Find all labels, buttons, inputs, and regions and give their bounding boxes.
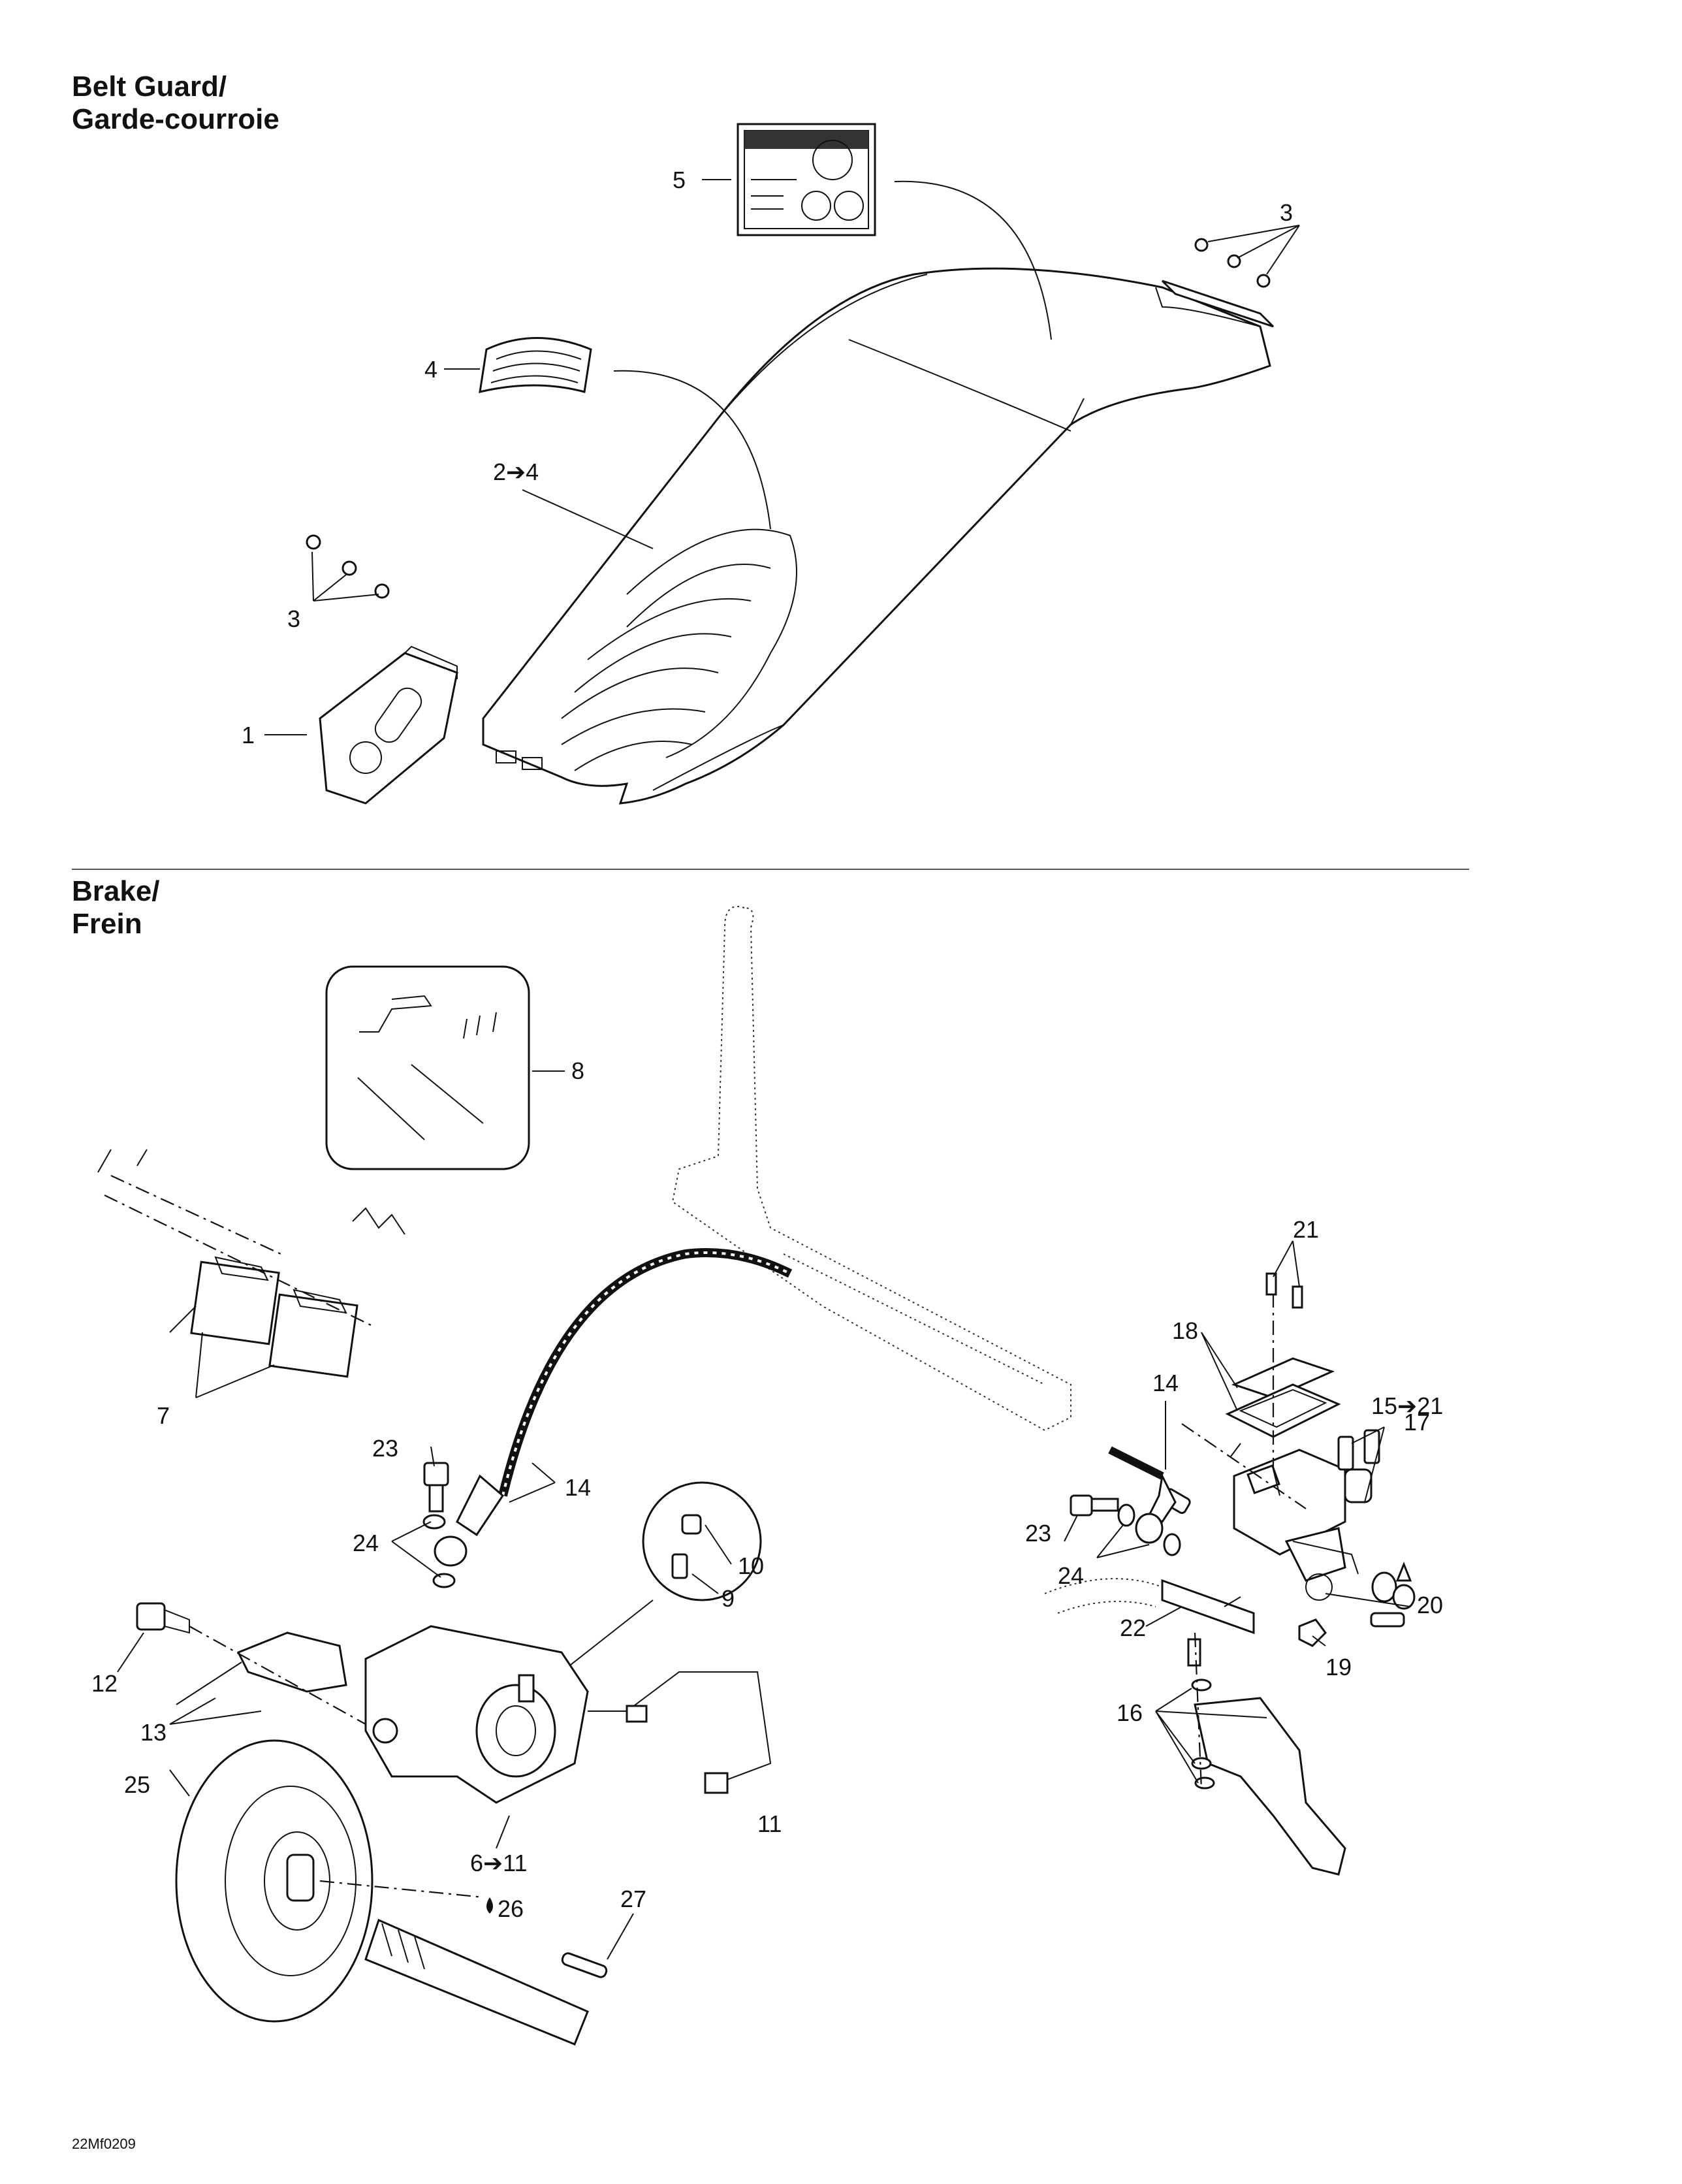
belt-guard-title: Belt Guard/ Garde-courroie [72,71,279,136]
callout-3-left: 3 [287,605,300,632]
shaft-key [561,1952,608,1978]
handlebar-outline [783,1253,1045,1385]
callout-10: 10 [738,1552,764,1579]
decal-placement-arrow [613,370,771,530]
callout-7: 7 [157,1402,170,1429]
lubricant-drop-icon [486,1897,493,1914]
callout-15: 15➔21 [1371,1392,1443,1419]
callout-16: 16 [1117,1699,1143,1726]
brake-pad-set [97,1149,405,1378]
callout-19: 19 [1325,1654,1352,1680]
belt-guard-assembly: 1 2➔4 3 3 4 5 [242,123,1300,805]
callout-25: 25 [124,1771,150,1798]
mounting-bolt [136,1602,190,1634]
hose-fitting [456,1474,504,1537]
figure-code: 22Mf0209 [72,2136,136,2152]
callout-26: 26 [498,1895,524,1922]
decal-placement-arrow [894,180,1052,340]
nut-set-right [1194,238,1271,288]
callout-23-right: 23 [1025,1520,1051,1547]
label-decal-part [479,337,592,393]
callout-9: 9 [722,1585,735,1612]
callout-23-left: 23 [372,1435,398,1462]
brake-lever [1187,1632,1346,1876]
callout-20: 20 [1417,1592,1443,1618]
belt-guard-title-en: Belt Guard/ [72,71,227,103]
brake-title: Brake/ Frein [72,875,160,940]
callout-8: 8 [571,1057,584,1084]
piston-kit [1044,1578,1255,1635]
brake-disc [175,1739,373,2023]
cover-screws [1265,1272,1303,1309]
banjo-bolt-right [1070,1494,1181,1556]
lever-pivot-nut [1298,1618,1327,1647]
callout-17: 17 [1404,1409,1430,1436]
brake-title-en: Brake/ [72,875,160,907]
callout-27: 27 [620,1886,646,1912]
pin-kit-box [325,965,565,1170]
nut-set-left [306,534,390,599]
callout-14-left: 14 [565,1474,591,1501]
callout-21: 21 [1293,1216,1319,1243]
callout-1: 1 [242,722,255,748]
callout-24-left: 24 [353,1530,379,1556]
callout-5: 5 [673,167,686,193]
callout-22: 22 [1120,1614,1146,1641]
callout-14-right: 14 [1152,1370,1179,1396]
brake-caliper [364,1625,772,1804]
brake-title-fr: Frein [72,908,142,940]
callout-11: 11 [757,1810,782,1837]
master-cylinder [1161,1293,1380,1601]
callout-13: 13 [140,1719,167,1746]
callout-6: 6➔11 [470,1850,528,1876]
belt-guard-body [482,267,1275,805]
callout-4: 4 [424,356,437,383]
callout-18: 18 [1172,1317,1198,1344]
support-bracket-part [319,645,458,805]
handlebar-outline [671,906,1071,1432]
reservoir-cap-parts [1370,1561,1416,1628]
section-divider [72,869,1469,870]
callout-2: 2➔4 [493,458,539,485]
brake-assembly: 6➔11 7 8 9 10 11 12 13 14 14 15➔21 16 17… [91,906,1443,2046]
bleeder-inset [561,1481,762,1673]
callout-12: 12 [91,1670,118,1697]
callout-24-right: 24 [1058,1562,1084,1589]
belt-guard-title-fr: Garde-courroie [72,103,279,135]
drive-shaft [319,1880,589,2046]
banjo-bolt-left [422,1462,468,1588]
warning-decal-part [737,123,876,236]
caliper-bracket [189,1626,366,1725]
callout-3-right: 3 [1280,199,1293,226]
